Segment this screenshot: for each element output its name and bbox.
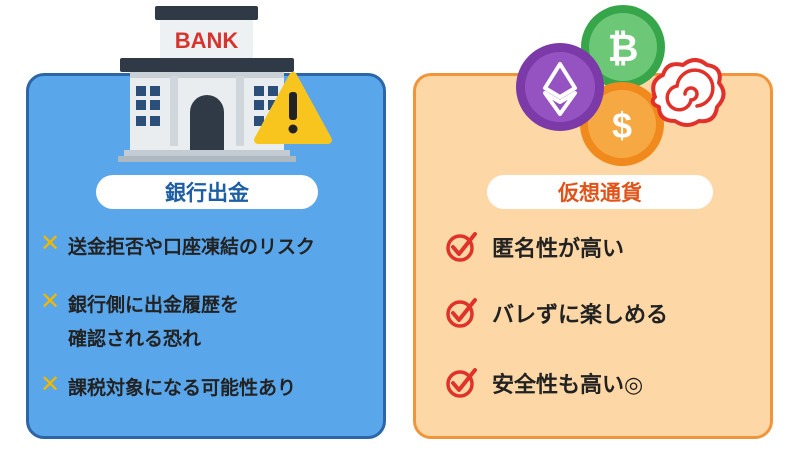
crypto-item-text: 安全性も高い◎ <box>492 373 644 398</box>
x-mark-icon: ✕ <box>40 370 61 398</box>
bank-title-pill: 銀行出金 <box>96 175 318 209</box>
bank-item: ✕ 送金拒否や口座凍結のリスク <box>40 230 315 264</box>
bank-item-text: 課税対象になる可能性あり <box>68 377 297 399</box>
crypto-item: 安全性も高い◎ <box>444 366 643 400</box>
check-icon <box>446 368 477 398</box>
bank-item: ✕ 課税対象になる可能性あり <box>40 371 296 405</box>
bank-title: 銀行出金 <box>165 181 249 205</box>
x-mark-icon: ✕ <box>40 229 61 257</box>
crypto-item: バレずに楽しめる <box>444 296 668 330</box>
crypto-item-text: バレずに楽しめる <box>492 303 669 328</box>
check-icon <box>446 298 477 328</box>
crypto-item-text: 匿名性が高い <box>492 237 625 262</box>
bank-item-text: 送金拒否や口座凍結のリスク <box>68 236 316 258</box>
bitcoin-icon: ₿ <box>608 28 639 70</box>
crypto-title: 仮想通貨 <box>558 181 642 205</box>
bank-building-icon: BANK <box>118 6 332 162</box>
x-mark-icon: ✕ <box>40 287 61 315</box>
crypto-item: 匿名性が高い <box>444 230 624 264</box>
bank-item-text: 銀行側に出金履歴を <box>68 294 240 316</box>
crypto-coins-icon: ₿ $ <box>516 5 726 166</box>
bank-item: ✕ 銀行側に出金履歴を 確認される恐れ <box>40 288 239 356</box>
crypto-title-pill: 仮想通貨 <box>487 175 713 209</box>
dollar-icon: $ <box>612 105 632 146</box>
check-icon <box>446 232 477 262</box>
bank-sign-text: BANK <box>175 28 239 53</box>
bank-item-text-line2: 確認される恐れ <box>68 328 202 350</box>
smoke-swirl-icon <box>650 58 726 127</box>
